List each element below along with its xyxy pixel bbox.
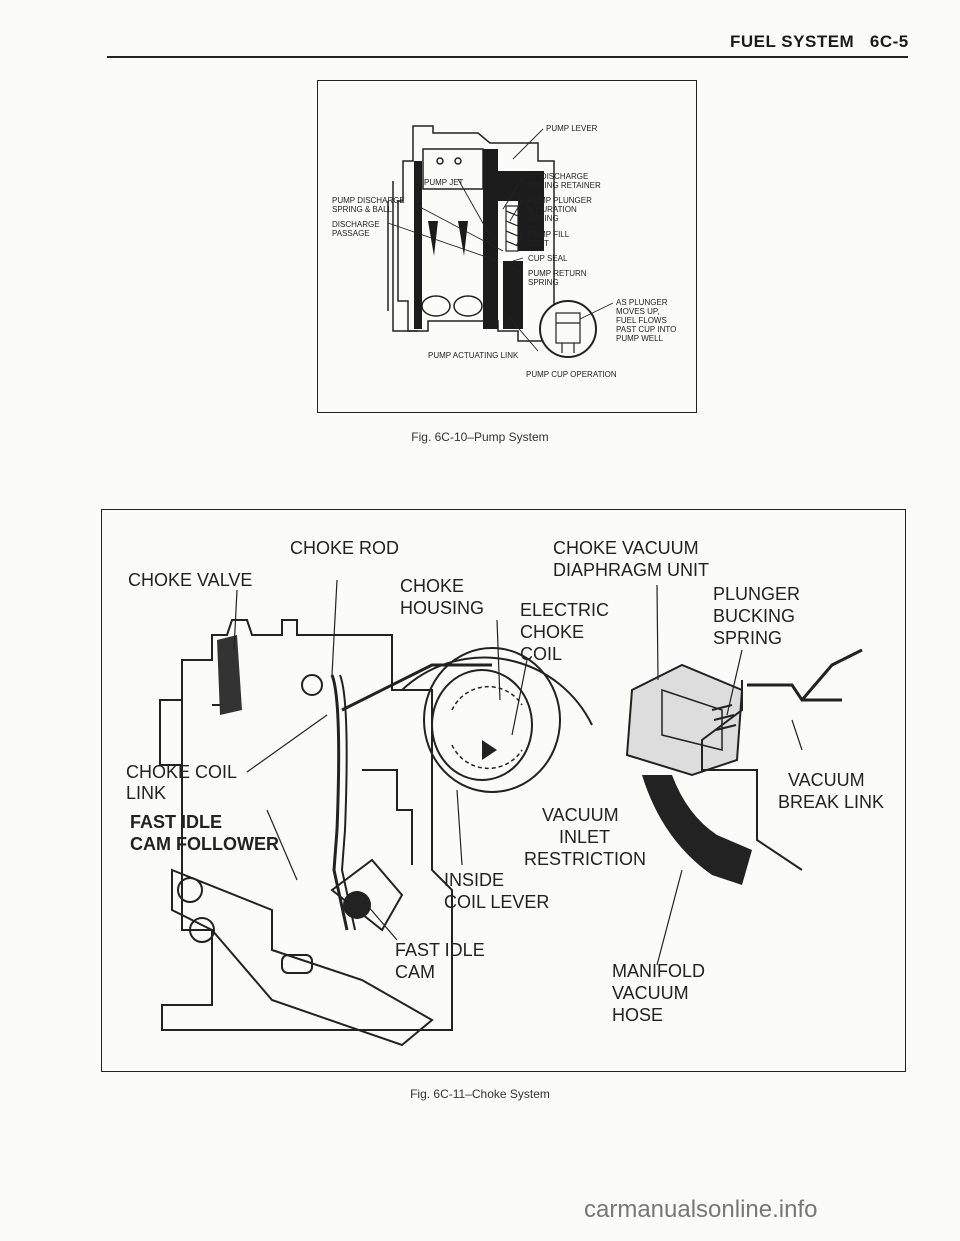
pump-plunger-label-3: SPRING: [528, 214, 559, 223]
pump-lever-label: PUMP LEVER: [546, 124, 598, 133]
choke-rod-label: CHOKE ROD: [290, 538, 399, 558]
plunger-bucking-label-2: BUCKING: [713, 606, 795, 626]
vacuum-inlet-label-2: INLET: [559, 827, 610, 847]
pump-system-figure: PUMP LEVER PUMP JET "T" DISCHARGE SPRING…: [317, 80, 697, 413]
page-header: FUEL SYSTEM 6C-5: [730, 32, 909, 52]
choke-housing-label-1: CHOKE: [400, 576, 464, 596]
electric-choke-label-1: ELECTRIC: [520, 600, 609, 620]
plunger-bucking-label-3: SPRING: [713, 628, 782, 648]
fast-idle-cam-label-2: CAM: [395, 962, 435, 982]
pump-fill-label-2: SLOT: [528, 239, 549, 248]
fast-idle-cam-label-1: FAST IDLE: [395, 940, 485, 960]
watermark: carmanualsonline.info: [584, 1196, 818, 1223]
inside-coil-label-1: INSIDE: [444, 870, 504, 890]
cup-seal-label: CUP SEAL: [528, 254, 568, 263]
inside-coil-label-2: COIL LEVER: [444, 892, 549, 912]
choke-system-figure: CHOKE ROD CHOKE VACUUM DIAPHRAGM UNIT CH…: [101, 509, 906, 1072]
choke-valve-label: CHOKE VALVE: [128, 570, 252, 590]
pump-jet-label: PUMP JET: [424, 178, 464, 187]
manifold-label-2: VACUUM: [612, 983, 689, 1003]
pump-cup-operation-label: PUMP CUP OPERATION: [526, 370, 617, 379]
discharge-passage-label-2: PASSAGE: [332, 229, 370, 238]
as-plunger-label-5: PUMP WELL: [616, 334, 664, 343]
pump-discharge-label-2: SPRING & BALL: [332, 205, 393, 214]
manifold-label-1: MANIFOLD: [612, 961, 705, 981]
pump-return-label-1: PUMP RETURN: [528, 269, 587, 278]
pump-discharge-label-1: PUMP DISCHARGE: [332, 196, 405, 205]
choke-vacuum-label-2: DIAPHRAGM UNIT: [553, 560, 709, 580]
vacuum-inlet-label-1: VACUUM: [542, 805, 619, 825]
vacuum-inlet-label-3: RESTRICTION: [524, 849, 646, 869]
pump-return-label-2: SPRING: [528, 278, 559, 287]
page-number: 6C-5: [869, 32, 909, 51]
choke-coil-link-label-1: CHOKE COIL: [126, 762, 237, 782]
figure1-caption: Fig. 6C-10–Pump System: [411, 430, 549, 444]
fast-idle-follower-label-2: CAM FOLLOWER: [130, 834, 279, 854]
choke-housing-label-2: HOUSING: [400, 598, 484, 618]
fast-idle-follower-label-1: FAST IDLE: [130, 812, 222, 832]
electric-choke-label-2: CHOKE: [520, 622, 584, 642]
pump-plunger-label-1: PUMP PLUNGER: [528, 196, 592, 205]
figure2-caption: Fig. 6C-11–Choke System: [410, 1087, 550, 1101]
choke-vacuum-label-1: CHOKE VACUUM: [553, 538, 699, 558]
manifold-label-3: HOSE: [612, 1005, 663, 1025]
discharge-passage-label-1: DISCHARGE: [332, 220, 380, 229]
section-title: FUEL SYSTEM: [730, 32, 855, 51]
as-plunger-label-4: PAST CUP INTO: [616, 325, 676, 334]
as-plunger-label-1: AS PLUNGER: [616, 298, 668, 307]
pump-system-diagram: PUMP LEVER PUMP JET "T" DISCHARGE SPRING…: [332, 124, 676, 379]
choke-coil-link-label-2: LINK: [126, 783, 166, 803]
pump-fill-label-1: PUMP FILL: [528, 230, 570, 239]
t-discharge-label-1: "T" DISCHARGE: [528, 172, 588, 181]
vacuum-break-label-2: BREAK LINK: [778, 792, 884, 812]
pump-plunger-label-2: & DURATION: [528, 205, 577, 214]
choke-system-diagram: CHOKE ROD CHOKE VACUUM DIAPHRAGM UNIT CH…: [126, 538, 884, 1047]
header-rule: [107, 56, 908, 58]
plunger-bucking-label-1: PLUNGER: [713, 584, 800, 604]
t-discharge-label-2: SPRING RETAINER: [528, 181, 601, 190]
as-plunger-label-3: FUEL FLOWS: [616, 316, 667, 325]
electric-choke-label-3: COIL: [520, 644, 562, 664]
vacuum-break-label-1: VACUUM: [788, 770, 865, 790]
pump-actuating-link-label: PUMP ACTUATING LINK: [428, 351, 519, 360]
as-plunger-label-2: MOVES UP,: [616, 307, 659, 316]
